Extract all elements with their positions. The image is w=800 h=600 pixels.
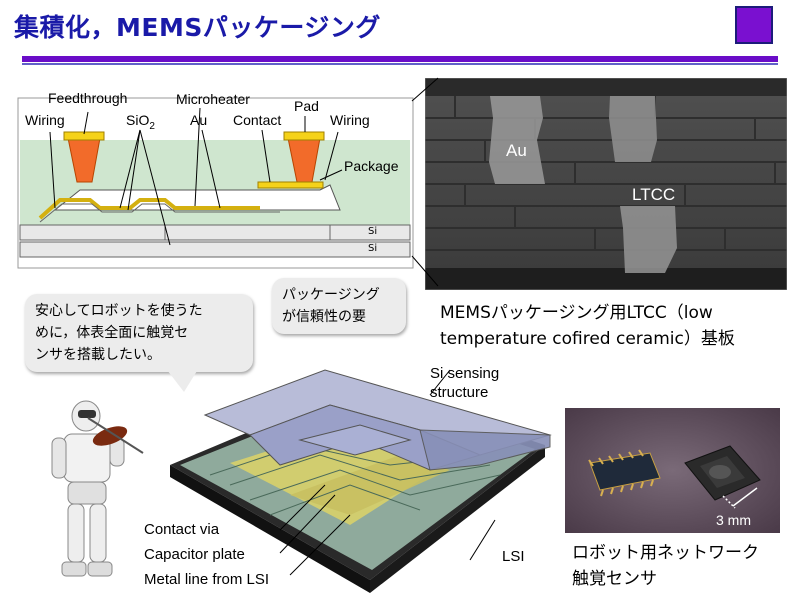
label-lsi: LSI bbox=[502, 548, 525, 565]
label-pad: Pad bbox=[294, 98, 319, 114]
scale-3mm: 3 mm bbox=[716, 512, 751, 528]
label-sio2-sub: 2 bbox=[149, 120, 155, 132]
callout-packaging-line2: が信頼性の要 bbox=[282, 309, 366, 325]
callout-robot-line3: ンサを搭載したい。 bbox=[35, 347, 161, 363]
label-sio2-main: SiO bbox=[126, 112, 150, 128]
label-microheater: Microheater bbox=[176, 91, 250, 107]
label-si-sensing-structure: Si sensing structure bbox=[430, 364, 499, 402]
label-wiring-right: Wiring bbox=[330, 112, 370, 128]
page-title: 集積化，MEMSパッケージング bbox=[14, 13, 381, 42]
pad-right bbox=[283, 131, 325, 141]
cross-section-diagram bbox=[17, 97, 414, 269]
callout-packaging: パッケージング が信頼性の要 bbox=[272, 278, 406, 334]
label-capacitor-plate: Capacitor plate bbox=[144, 546, 245, 563]
label-structure: structure bbox=[430, 384, 489, 401]
title-underline-thin bbox=[22, 63, 778, 65]
label-package: Package bbox=[344, 158, 399, 174]
callout-robot-line1: 安心してロボットを使うた bbox=[35, 303, 203, 319]
ltcc-caption-line2: temperature cofired ceramic）基板 bbox=[440, 329, 735, 349]
ltcc-caption-line1: MEMSパッケージング用LTCC（low bbox=[440, 303, 713, 323]
label-sio2: SiO2 bbox=[126, 112, 155, 132]
callout-robot-tail bbox=[164, 366, 200, 392]
sensor-caption: ロボット用ネットワーク 触覚センサ bbox=[572, 540, 759, 592]
title-accent-square bbox=[735, 6, 773, 44]
robot-illustration bbox=[51, 400, 144, 577]
ltcc-sem-image bbox=[425, 78, 787, 290]
label-metal-line: Metal line from LSI bbox=[144, 571, 270, 588]
title-underline bbox=[22, 56, 778, 62]
label-si-sensing: Si sensing bbox=[430, 365, 500, 382]
zoom-lines bbox=[411, 77, 439, 287]
label-feedthrough: Feedthrough bbox=[48, 90, 128, 106]
label-contact-via: Contact via bbox=[144, 521, 220, 538]
callout-packaging-line1: パッケージング bbox=[282, 287, 380, 303]
contact-pad bbox=[257, 181, 324, 189]
label-si-bottom: Si bbox=[368, 243, 378, 254]
sem-label-ltcc: LTCC bbox=[632, 185, 676, 204]
callout-robot: 安心してロボットを使うた めに，体表全面に触覚セ ンサを搭載したい。 bbox=[25, 294, 253, 372]
sensor-caption-line1: ロボット用ネットワーク bbox=[572, 543, 759, 563]
chip-3d-illustration bbox=[170, 369, 552, 593]
label-si-top: Si bbox=[368, 226, 378, 237]
label-contact: Contact bbox=[233, 112, 282, 128]
label-wiring-left: Wiring bbox=[25, 112, 65, 128]
sensor-caption-line2: 触覚センサ bbox=[572, 569, 657, 589]
label-au: Au bbox=[190, 112, 208, 128]
callout-robot-line2: めに，体表全面に触覚セ bbox=[35, 325, 189, 341]
sensor-photo bbox=[565, 408, 780, 533]
sem-label-au: Au bbox=[506, 141, 527, 160]
ltcc-caption: MEMSパッケージング用LTCC（low temperature cofired… bbox=[440, 300, 735, 352]
